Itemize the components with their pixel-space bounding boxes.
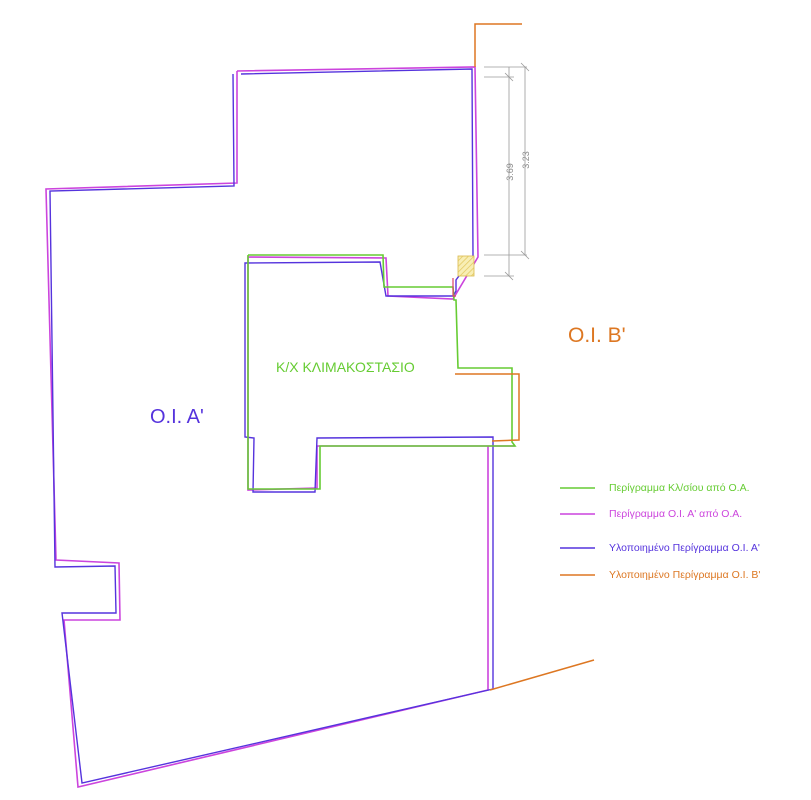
unit-b-label: Ο.Ι. Β' (568, 324, 626, 347)
unit-a-perimeter-oa (45, 66, 515, 788)
staircase-label: Κ/Χ ΚΛΙΜΑΚΟΣΤΑΣΙΟ (276, 359, 415, 375)
unit-b-perimeter-bottom (489, 659, 595, 691)
legend-label-unit-b-implemented: Υλοποιημένο Περίγραμμα Ο.Ι. Β' (609, 569, 760, 581)
unit-a-perimeter-implemented (49, 68, 494, 784)
unit-b-perimeter-mid (455, 373, 520, 442)
dimension-label-2: 3.23 (521, 151, 531, 169)
unit-a-label: Ο.Ι. Α' (150, 406, 204, 428)
legend-label-unit-a-implemented: Υλοποιημένο Περίγραμμα Ο.Ι. Α' (609, 542, 760, 554)
legend-label-unit-a-oa: Περίγραμμα Ο.Ι. Α' από Ο.Α. (609, 508, 742, 520)
dimension-label-1: 3.69 (505, 163, 515, 181)
dimension-lines (484, 62, 530, 281)
legend: Περίγραμμα Κλ/σίου από Ο.Α. Περίγραμμα Ο… (560, 482, 760, 581)
corner-jog (452, 278, 456, 297)
legend-label-staircase-oa: Περίγραμμα Κλ/σίου από Ο.Α. (609, 482, 750, 494)
staircase-perimeter-oa (247, 254, 517, 490)
unit-b-perimeter-top (474, 23, 522, 67)
